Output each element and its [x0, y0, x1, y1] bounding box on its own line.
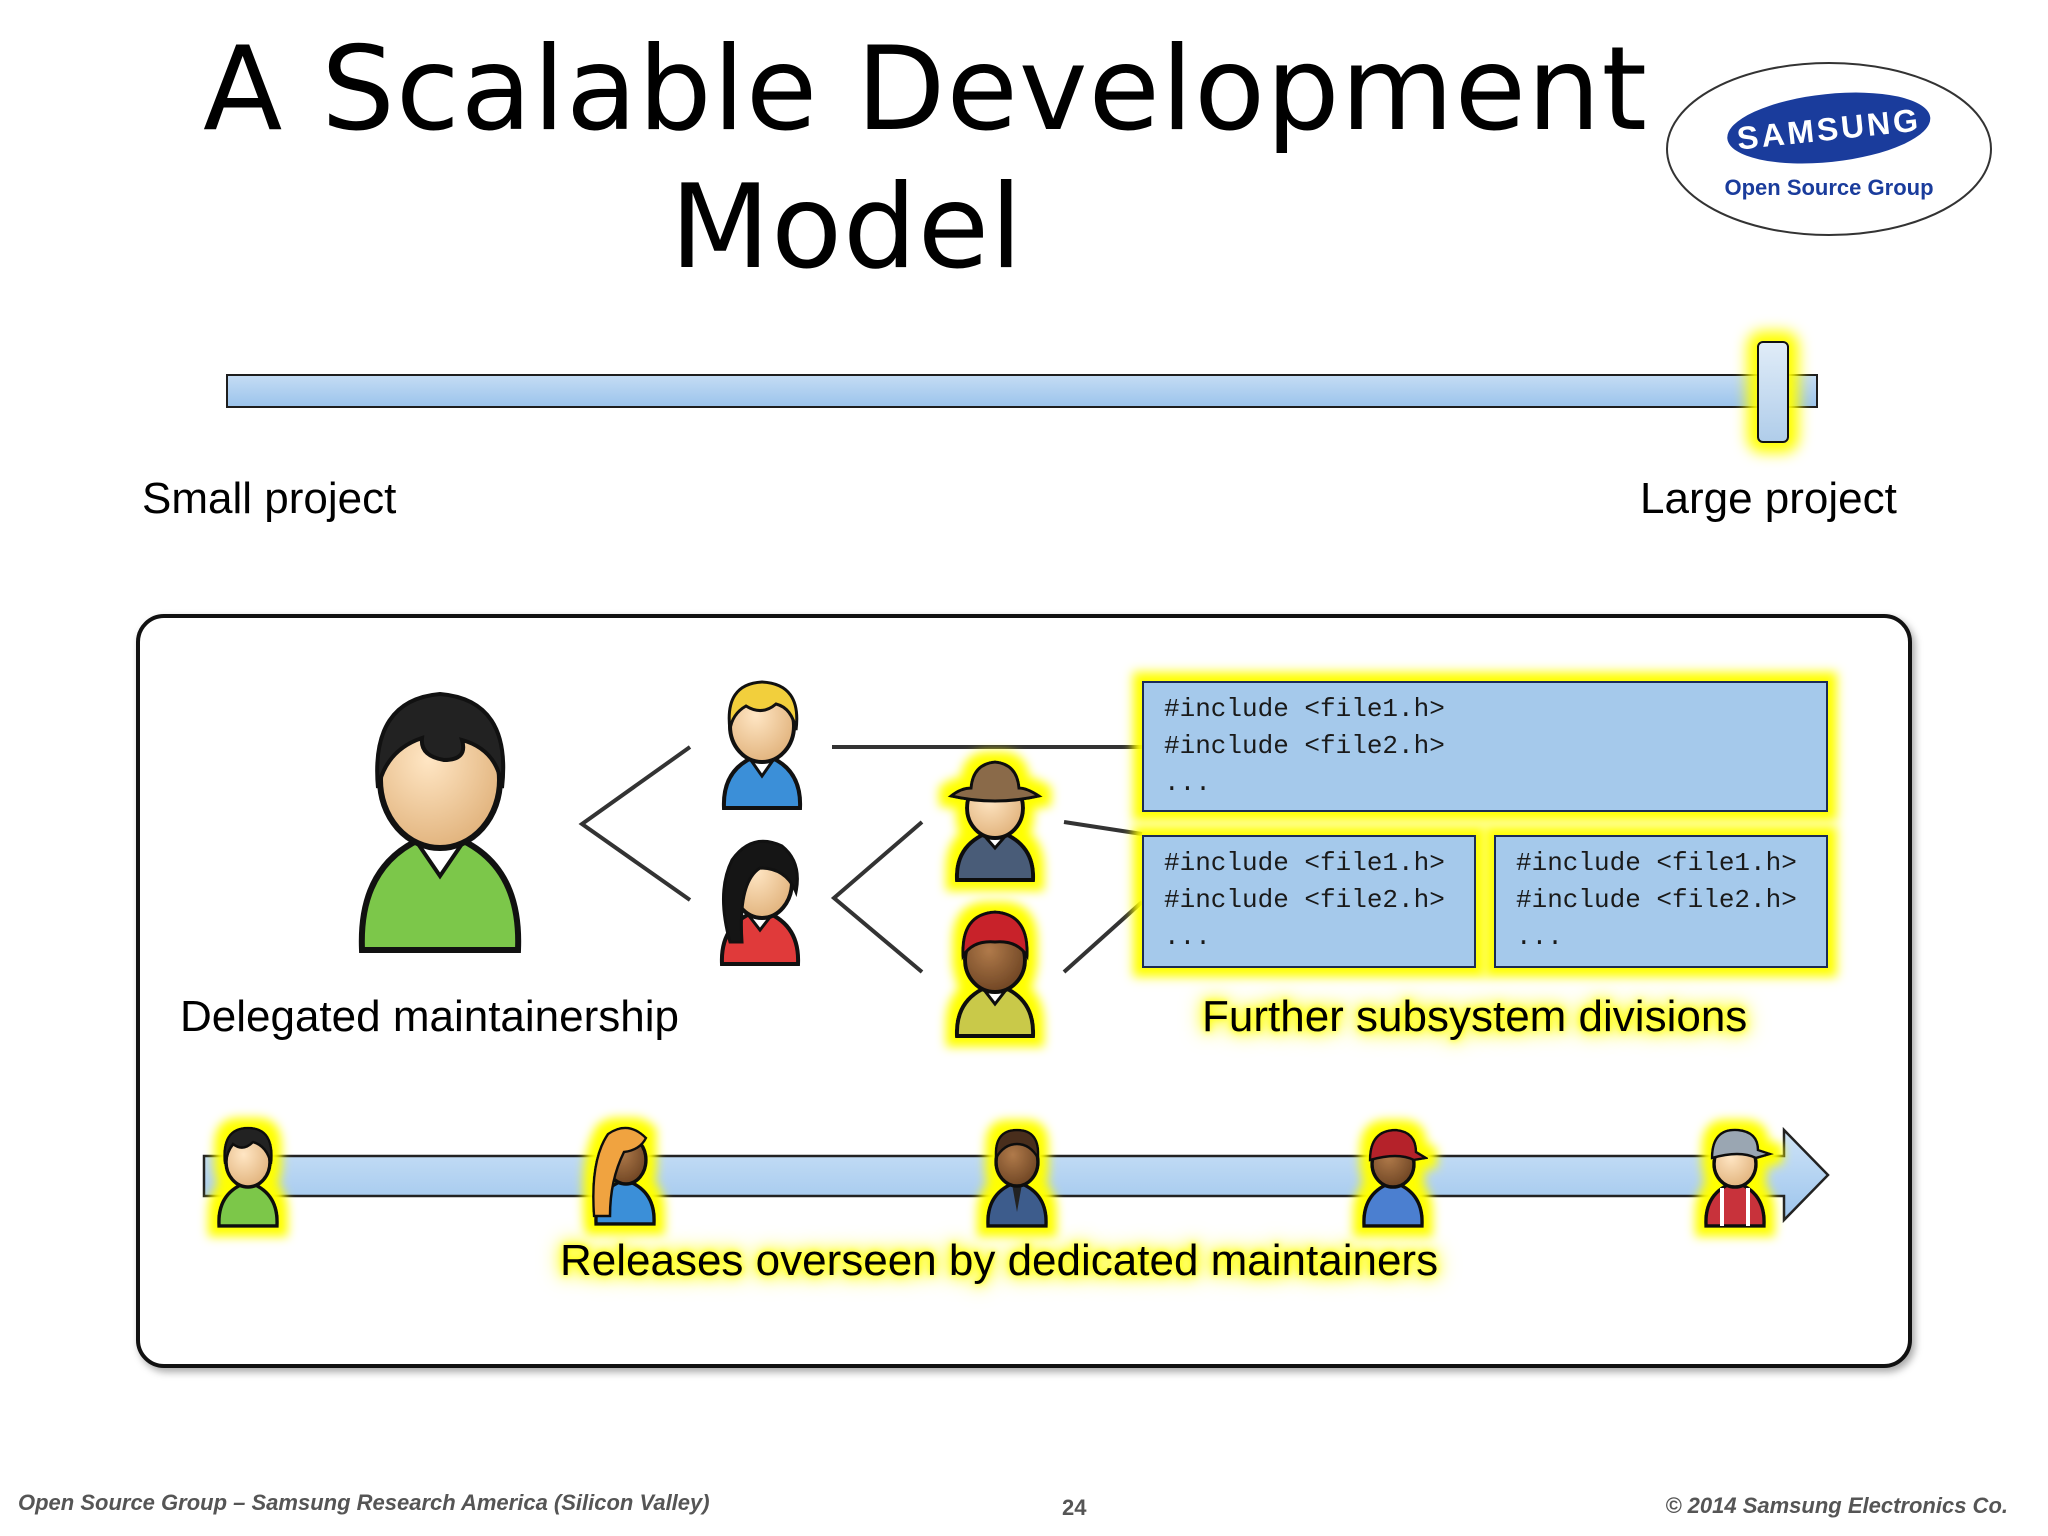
person-icon-orange-hair: [592, 1126, 656, 1226]
page-number: 24: [1062, 1495, 1087, 1520]
code-box-left: #include <file1.h> #include <file2.h> ..…: [1142, 835, 1476, 968]
person-icon-suit: [986, 1128, 1048, 1228]
person-icon-green-small: [217, 1126, 279, 1228]
svg-text:Open Source Group: Open Source Group: [1724, 175, 1933, 200]
person-icon-blonde-blue: [721, 680, 803, 810]
project-size-slider-track: [226, 374, 1818, 408]
project-size-slider-thumb: [1757, 341, 1789, 443]
code-box-right: #include <file1.h> #include <file2.h> ..…: [1494, 835, 1828, 968]
slide-title-line1: A Scalable Development: [203, 22, 1649, 157]
delegated-maintainership-label: Delegated maintainership: [180, 992, 679, 1041]
slider-left-label: Small project: [142, 474, 397, 523]
footer-left: Open Source Group – Samsung Research Ame…: [18, 1490, 710, 1515]
slide-title-line2: Model: [670, 160, 1024, 295]
code-box-top: #include <file1.h> #include <file2.h> ..…: [1142, 681, 1828, 812]
samsung-logo: SAMSUNG Open Source Group: [1664, 60, 1994, 238]
person-icon-red-cap: [954, 910, 1036, 1038]
footer-right: © 2014 Samsung Electronics Co.: [1665, 1493, 2008, 1518]
person-icon-gray-cap-red: [1704, 1128, 1774, 1228]
slider-right-label: Large project: [1640, 474, 1897, 523]
subsystem-divisions-label: Further subsystem divisions: [1202, 992, 1748, 1041]
person-icon-cowboy-hat: [947, 760, 1043, 882]
person-icon-red-cap-blue: [1362, 1128, 1428, 1228]
person-icon-large-green: [358, 691, 522, 953]
person-icon-dark-hair-red: [719, 839, 801, 966]
releases-label: Releases overseen by dedicated maintaine…: [560, 1236, 1439, 1285]
